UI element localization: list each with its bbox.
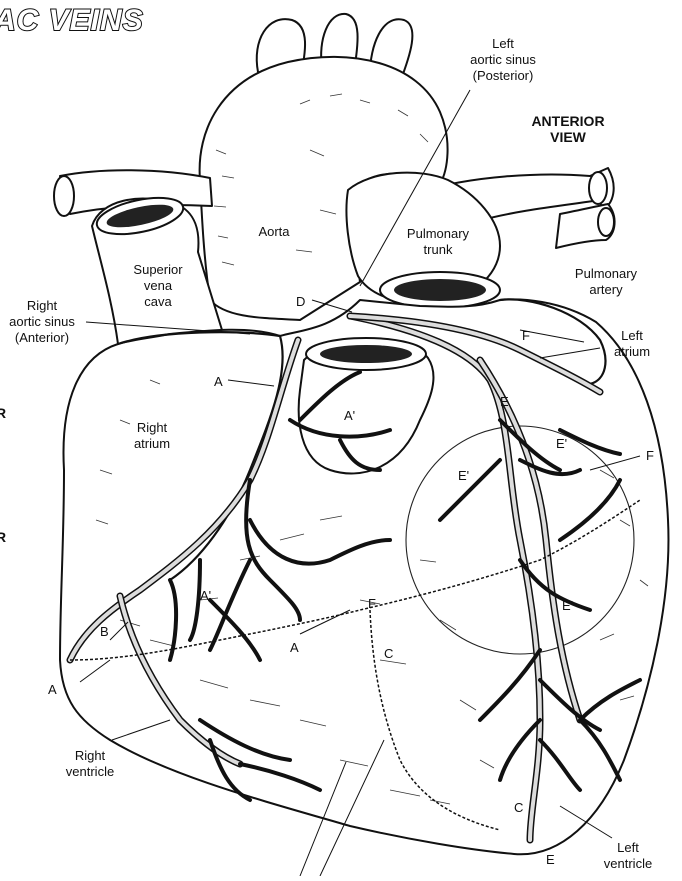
letter-C-1: C — [384, 646, 393, 661]
letter-F-1: F — [522, 328, 530, 343]
label-pulmonary-artery-1: Pulmonary — [575, 266, 638, 281]
label-right-atrium-1: Right — [137, 420, 168, 435]
label-left-aortic-sinus-1: Left — [492, 36, 514, 51]
label-right-atrium-2: atrium — [134, 436, 170, 451]
letter-A-1: A — [214, 374, 223, 389]
label-pulmonary-artery-2: artery — [589, 282, 623, 297]
label-left-ventricle-2: ventricle — [604, 856, 652, 871]
letter-A-prime-2: A' — [200, 588, 211, 603]
letter-E-prime-1: E' — [458, 468, 469, 483]
aortic-root-lumen — [320, 345, 412, 363]
label-left-aortic-sinus-3: (Posterior) — [473, 68, 534, 83]
label-left-atrium-2: atrium — [614, 344, 650, 359]
side-mark-1: R — [0, 405, 6, 421]
letter-B: B — [100, 624, 109, 639]
pulmonary-artery-opening — [589, 172, 607, 204]
label-left-aortic-sinus-2: aortic sinus — [470, 52, 536, 67]
letter-F-2: F — [646, 448, 654, 463]
pulmonary-trunk-lumen — [394, 279, 486, 301]
label-left-atrium-1: Left — [621, 328, 643, 343]
label-right-ventricle-1: Right — [75, 748, 106, 763]
letter-F-3: F — [368, 596, 376, 611]
side-mark-2: R — [0, 529, 6, 545]
label-pulmonary-trunk-1: Pulmonary — [407, 226, 470, 241]
letter-E-2: E — [546, 852, 555, 867]
view-label: ANTERIOR VIEW — [531, 113, 604, 145]
label-right-aortic-sinus-1: Right — [27, 298, 58, 313]
letter-E-1: E — [500, 394, 509, 409]
label-right-ventricle-2: ventricle — [66, 764, 114, 779]
label-left-ventricle-1: Left — [617, 840, 639, 855]
letter-E-prime-2: E' — [556, 436, 567, 451]
letter-E-prime-3: E' — [562, 598, 573, 613]
letter-A-3: A — [290, 640, 299, 655]
label-right-aortic-sinus-3: (Anterior) — [15, 330, 69, 345]
letter-A-2: A — [48, 682, 57, 697]
letter-A-prime-1: A' — [344, 408, 355, 423]
label-right-aortic-sinus-2: aortic sinus — [9, 314, 75, 329]
diagram-title: AC VEINS — [0, 4, 144, 37]
label-pulmonary-trunk-2: trunk — [424, 242, 453, 257]
label-svc-1: Superior — [133, 262, 183, 277]
view-label-1: ANTERIOR — [531, 113, 604, 129]
label-aorta: Aorta — [258, 224, 290, 239]
pulmonary-artery-lower-opening — [598, 208, 614, 236]
right-pulmonary-opening — [54, 176, 74, 216]
label-svc-2: vena — [144, 278, 173, 293]
letter-D: D — [296, 294, 305, 309]
view-label-2: VIEW — [550, 129, 587, 145]
label-svc-3: cava — [144, 294, 172, 309]
letter-C-2: C — [514, 800, 523, 815]
